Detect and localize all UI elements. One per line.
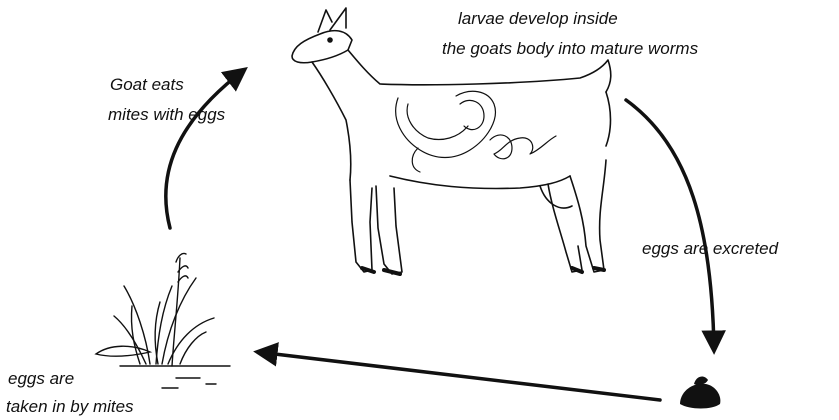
larvae-develop-label-line2: the goats body into mature worms	[442, 39, 699, 58]
pasture-grass-illustration	[94, 252, 231, 389]
dung-illustration	[680, 376, 721, 409]
cycle-arrows	[164, 67, 726, 402]
eggs-taken-label-line2: taken in by mites	[6, 397, 134, 416]
goat-eats-label-line1: Goat eats	[110, 75, 184, 94]
eggs-taken-label-line1: eggs are	[8, 369, 75, 388]
arrow-dung-to-grass	[253, 342, 662, 402]
goat-eats-label-line2: mites with eggs	[108, 105, 226, 124]
eggs-excreted-label: eggs are excreted	[642, 239, 779, 258]
goat-illustration	[291, 7, 612, 276]
intestine-illustration	[395, 90, 557, 173]
arrow-goat-to-dung	[624, 98, 726, 355]
arrow-grass-to-goat	[164, 67, 248, 230]
larvae-develop-label-line1: larvae develop inside	[458, 9, 618, 28]
